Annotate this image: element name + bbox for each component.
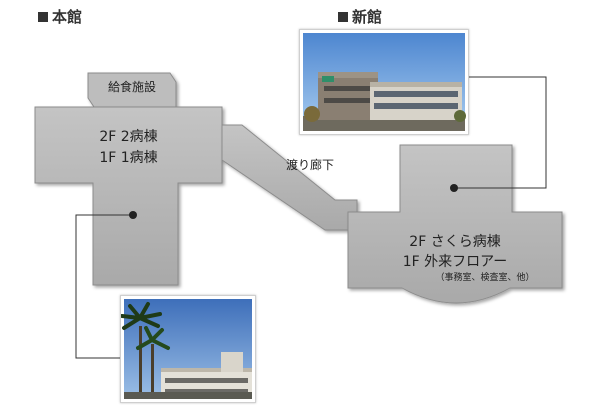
main-building-photo-image [121, 296, 255, 402]
new-floor-note: （事務室、検査室、他） [405, 270, 565, 283]
corridor-label: 渡り廊下 [286, 156, 334, 173]
new-floor-1-label: 1F 外来フロアー [348, 251, 562, 271]
main-floor-1-label: 1F 1病棟 [35, 147, 222, 167]
new-building-marker-dot [450, 184, 458, 192]
new-floor-2-label: 2F さくら病棟 [348, 231, 562, 251]
corridor-shape [222, 125, 357, 230]
main-building-marker-dot [129, 211, 137, 219]
main-building-photo [120, 295, 256, 403]
new-building-photo-image [300, 30, 468, 134]
kitchen-label: 給食施設 [94, 78, 170, 95]
new-building-photo [299, 29, 469, 135]
main-floor-2-label: 2F 2病棟 [35, 126, 222, 146]
